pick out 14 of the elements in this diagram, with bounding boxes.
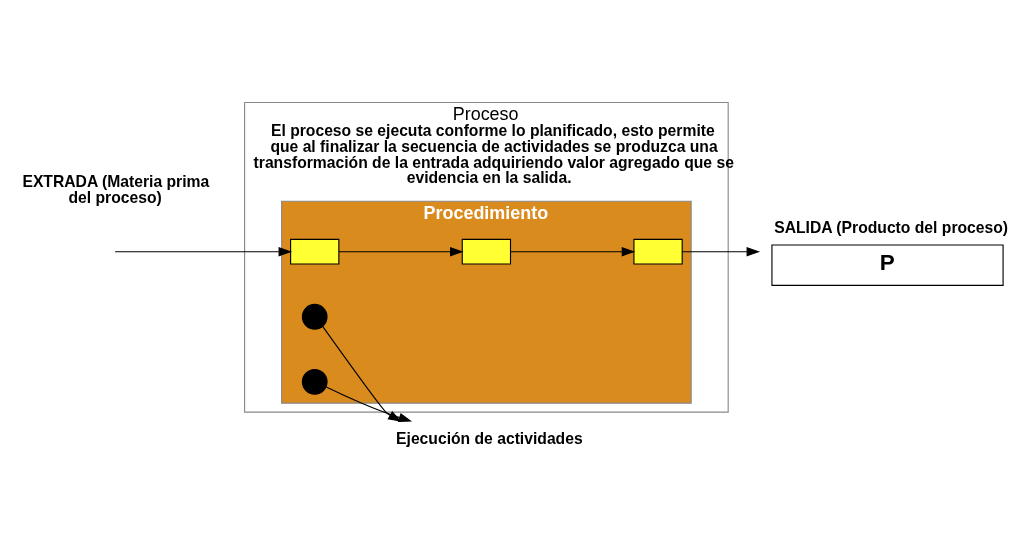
arrow (338, 246, 464, 256)
node-box (290, 238, 340, 265)
node-label: SALIDA (Producto del proceso) (774, 218, 1009, 236)
label: EXTRADA (Materia prima del proceso) (22, 172, 210, 206)
node-text: Ejecución de actividades (396, 429, 583, 447)
cluster: Procedimiento (281, 200, 692, 404)
node-box (461, 238, 512, 265)
node-circle (301, 368, 328, 395)
node-box (633, 238, 683, 265)
node-circle (301, 303, 328, 330)
arrow (510, 246, 636, 256)
arrow (114, 246, 293, 256)
node-box: P (771, 243, 1004, 286)
arrow (681, 246, 761, 256)
